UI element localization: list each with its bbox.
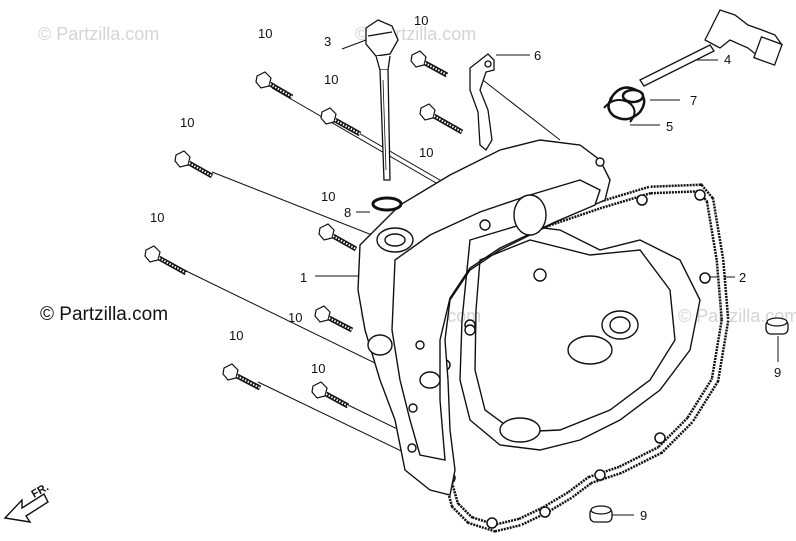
callout-1: 1 xyxy=(300,270,307,285)
callout-2: 2 xyxy=(739,270,746,285)
bolt-2 xyxy=(410,50,449,78)
dowel-pins xyxy=(589,317,789,523)
dowel-pin-right xyxy=(765,317,789,335)
callout-10-g: 10 xyxy=(150,210,164,225)
front-label: FR. xyxy=(30,481,51,500)
bolt-6 xyxy=(318,223,358,252)
crankcase-cover xyxy=(357,139,701,496)
callout-10-h: 10 xyxy=(288,310,302,325)
bolt-5 xyxy=(174,150,214,179)
front-direction-arrow: FR. xyxy=(3,481,51,523)
callout-10-j: 10 xyxy=(311,361,325,376)
bolt-7 xyxy=(144,245,188,276)
bolt-1 xyxy=(255,71,294,100)
bolt-4 xyxy=(419,103,464,135)
bolt-3 xyxy=(320,107,362,137)
bolt-9 xyxy=(222,363,262,391)
bracket xyxy=(469,53,495,151)
callout-9-right: 9 xyxy=(774,365,781,380)
callout-10-e: 10 xyxy=(419,145,433,160)
callout-3: 3 xyxy=(324,34,331,49)
callout-10-a: 10 xyxy=(258,26,272,41)
callout-6: 6 xyxy=(534,48,541,63)
callout-labels: 1 2 3 4 5 6 7 8 9 9 10 10 10 10 10 10 10… xyxy=(150,13,781,523)
callout-10-b: 10 xyxy=(414,13,428,28)
callout-8: 8 xyxy=(344,205,351,220)
bolts xyxy=(144,50,464,409)
callout-10-f: 10 xyxy=(321,189,335,204)
copyright-notice: © Partzilla.com xyxy=(40,304,169,325)
shaft-assembly xyxy=(603,9,783,123)
bolt-8 xyxy=(314,305,354,333)
callout-10-i: 10 xyxy=(229,328,243,343)
watermark-right: © Partzilla.com xyxy=(678,306,796,326)
callout-4: 4 xyxy=(724,52,731,67)
dowel-pin-bottom xyxy=(589,505,613,523)
watermark-top-left: © Partzilla.com xyxy=(38,24,159,44)
callout-10-d: 10 xyxy=(180,115,194,130)
arrow-icon xyxy=(3,492,49,523)
dipstick xyxy=(365,19,403,212)
callout-7: 7 xyxy=(690,93,697,108)
bolt-10 xyxy=(311,381,350,409)
callout-10-c: 10 xyxy=(324,72,338,87)
callout-5: 5 xyxy=(666,119,673,134)
callout-9-bottom: 9 xyxy=(640,508,647,523)
